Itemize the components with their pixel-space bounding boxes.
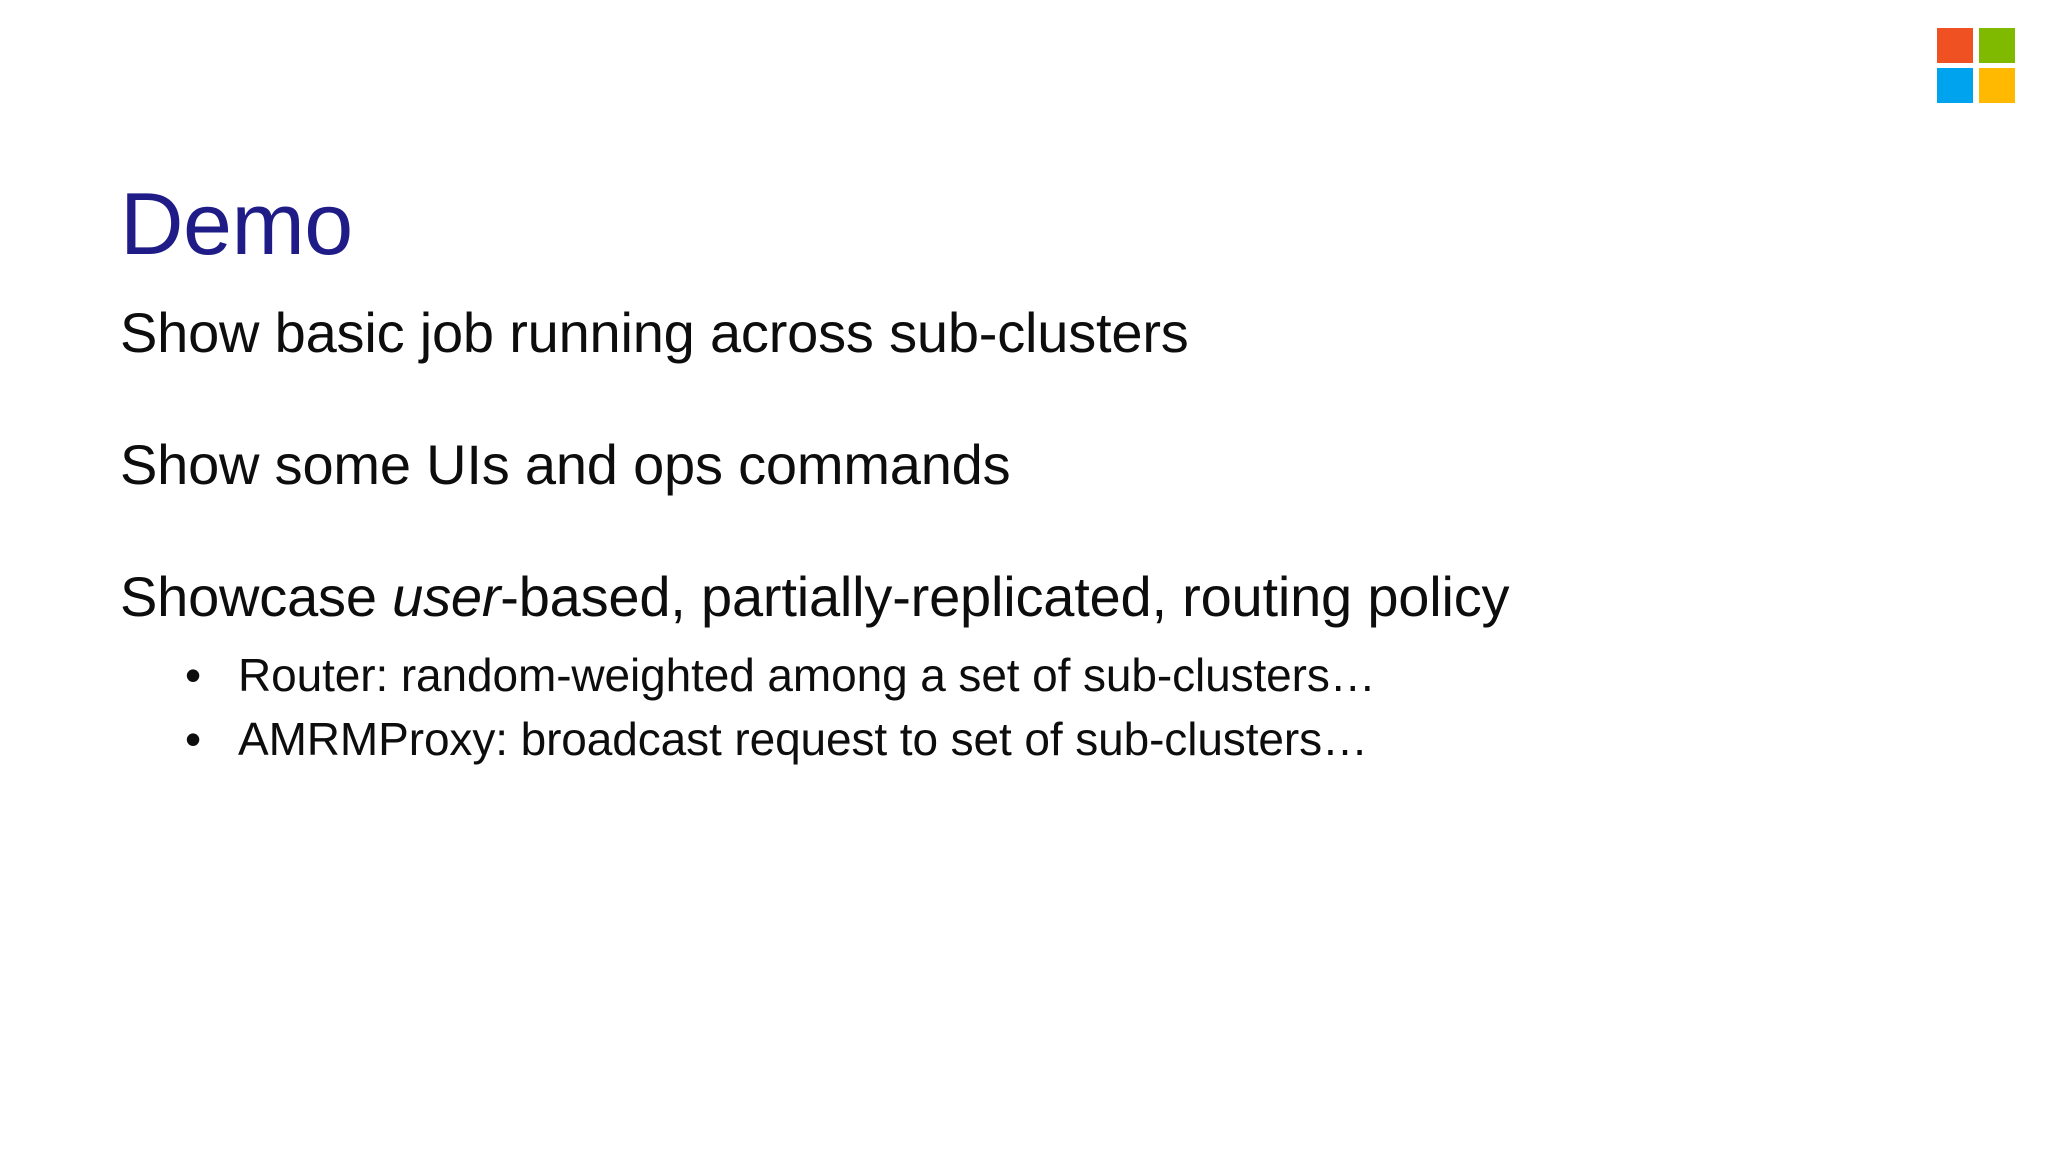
slide-body: Show basic job running across sub-cluste…	[120, 300, 1920, 765]
list-item: • AMRMProxy: broadcast request to set of…	[120, 712, 1920, 766]
body-line-2: Show some UIs and ops commands	[120, 433, 1011, 497]
bullet-point-icon: •	[185, 712, 202, 765]
list-item-label: Router: random-weighted among a set of s…	[238, 649, 1376, 702]
logo-red-square	[1937, 28, 1973, 63]
logo-green-square	[1979, 28, 2015, 63]
slide-title: Demo	[120, 173, 353, 273]
body-line-3-prefix: Showcase	[120, 565, 393, 629]
list-item: • Router: random-weighted among a set of…	[120, 649, 1920, 702]
body-line-3: Showcase user-based, partially-replicate…	[120, 564, 1920, 630]
bullet-point-icon: •	[185, 649, 202, 702]
microsoft-logo	[1937, 28, 2015, 103]
body-spacer-2	[120, 498, 1920, 564]
body-spacer-1	[120, 366, 1920, 432]
body-line-3-suffix: -based, partially-replicated, routing po…	[500, 565, 1510, 629]
body-line-1: Show basic job running across sub-cluste…	[120, 301, 1189, 364]
list-item-label: AMRMProxy: broadcast request to set of s…	[238, 712, 1368, 765]
body-line-3-emphasis: user	[392, 565, 501, 629]
sub-bullet-list: • Router: random-weighted among a set of…	[120, 649, 1920, 766]
logo-blue-square	[1937, 68, 1973, 103]
logo-yellow-square	[1979, 68, 2015, 103]
